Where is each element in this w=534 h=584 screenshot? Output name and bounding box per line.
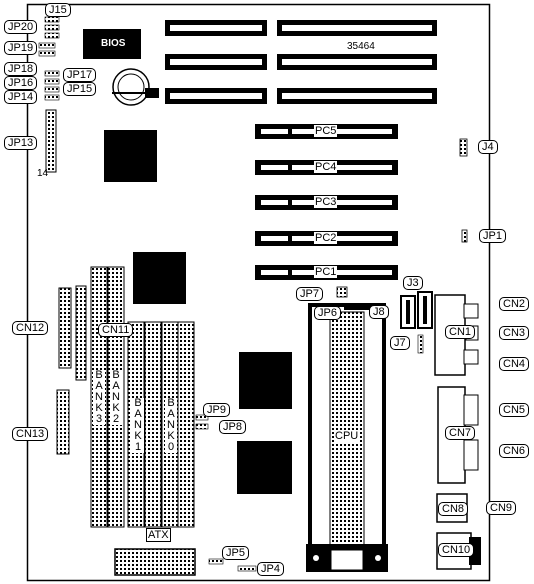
label-j4: J4 (478, 140, 498, 154)
label-j3: J3 (403, 276, 423, 290)
j4-header (459, 138, 468, 157)
label-cn5: CN5 (499, 403, 530, 417)
label-jp9: JP9 (203, 403, 230, 417)
bios-label: BIOS (101, 38, 126, 49)
jp7-header (336, 286, 348, 298)
cpu-label: CPU (334, 430, 360, 442)
bios-chip (83, 29, 141, 59)
pci-slots (255, 124, 398, 280)
label-j15: J15 (45, 3, 71, 17)
label-jp4: JP4 (257, 562, 284, 576)
label-cn3: CN3 (499, 326, 530, 340)
chipsets (104, 130, 292, 494)
label-jp16: JP16 (4, 76, 38, 90)
cn11-connector (75, 285, 87, 381)
label-cn11: CN11 (98, 323, 134, 337)
jp1-header (461, 229, 468, 243)
label-jp5: JP5 (222, 546, 249, 560)
jp6-bar (344, 304, 370, 310)
label-jp19: JP19 (4, 41, 38, 55)
jp13-header (45, 109, 57, 173)
label-jp13: JP13 (4, 136, 38, 150)
cn13-connector (56, 389, 70, 455)
pci-slot-label-pc5: PC5 (314, 125, 338, 137)
label-jp15: JP15 (63, 82, 97, 96)
bank2-label: BANK2 (110, 370, 122, 425)
label-cn2: CN2 (499, 297, 530, 311)
label-cn7: CN7 (445, 426, 476, 440)
label-j8: J8 (369, 305, 389, 319)
pin-14-label: 14 (37, 168, 49, 179)
pci-slot-label-pc3: PC3 (314, 196, 338, 208)
label-cn13: CN13 (12, 427, 49, 441)
label-jp6: JP6 (314, 306, 341, 320)
label-cn8: CN8 (438, 502, 469, 516)
label-cn12: CN12 (12, 321, 49, 335)
bank1-label: BANK1 (132, 398, 144, 453)
label-jp17: JP17 (63, 68, 97, 82)
board-serial: 35464 (347, 41, 375, 52)
label-jp18: JP18 (4, 62, 38, 76)
label-cn4: CN4 (499, 357, 530, 371)
small-jumpers (38, 16, 60, 101)
label-cn6: CN6 (499, 444, 530, 458)
atx-connector (114, 548, 196, 576)
pci-slot-label-pc1: PC1 (314, 266, 338, 278)
label-jp1: JP1 (479, 229, 506, 243)
label-jp8: JP8 (219, 420, 246, 434)
label-jp20: JP20 (4, 20, 38, 34)
bank0-label: BANK0 (165, 398, 177, 453)
label-cn9: CN9 (486, 501, 517, 515)
label-jp7: JP7 (296, 287, 323, 301)
isa-slots (165, 20, 437, 104)
j7-header (417, 334, 424, 354)
pci-slot-label-pc2: PC2 (314, 232, 338, 244)
label-cn1: CN1 (445, 325, 476, 339)
cn12-connector (58, 287, 72, 369)
label-jp14: JP14 (4, 90, 38, 104)
bank3-label: BANK3 (93, 370, 105, 425)
label-j7: J7 (390, 336, 410, 350)
pci-slot-label-pc4: PC4 (314, 161, 338, 173)
label-cn10: CN10 (438, 543, 475, 557)
atx-label: ATX (146, 528, 171, 542)
